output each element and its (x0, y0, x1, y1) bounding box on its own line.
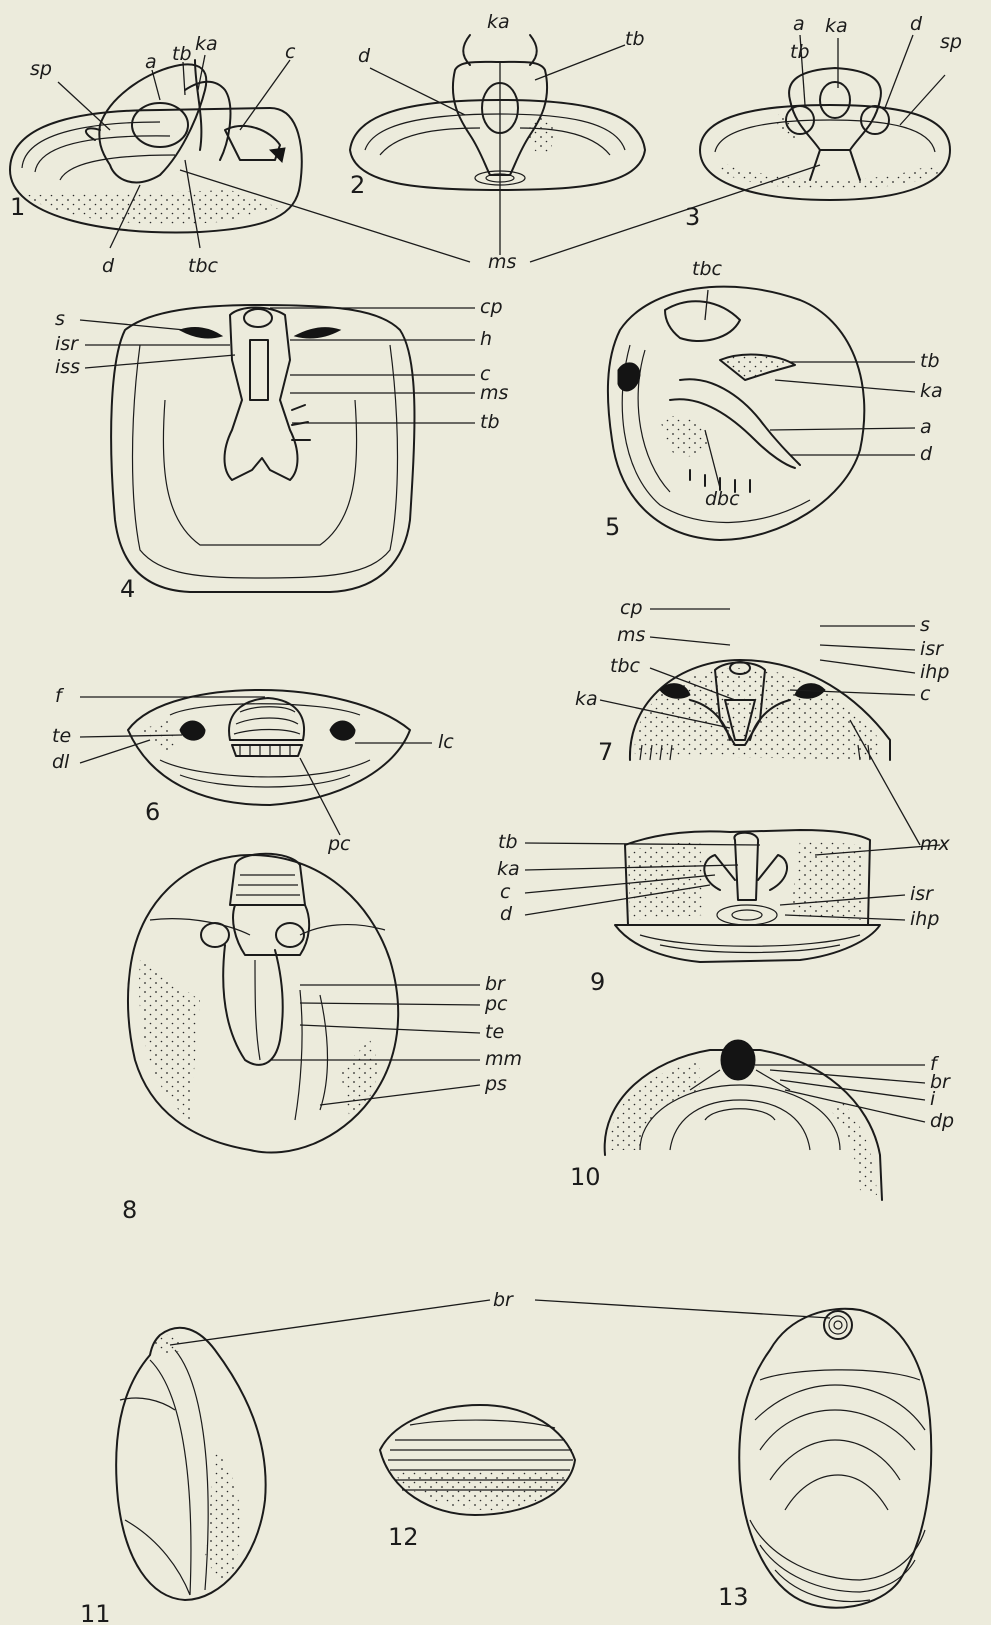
fig5-number: 5 (605, 513, 620, 541)
fig6-label-lc: lc (438, 731, 454, 753)
fig9-number: 9 (590, 968, 605, 996)
fig5-label-ka: ka (920, 380, 943, 402)
fig9-label-tb: tb (498, 831, 518, 853)
fig3-label-sp: sp (940, 31, 962, 53)
label-br-shared: br (493, 1289, 514, 1311)
fig1-label-c: c (285, 41, 296, 63)
fig3-label-a: a (793, 13, 805, 35)
fig8-label-pc: pc (484, 993, 508, 1015)
fig2-label-ka: ka (487, 11, 510, 33)
fig5-label-tb: tb (920, 350, 940, 372)
fig7-label-isr: isr (920, 638, 944, 660)
fig2-label-tb: tb (625, 28, 645, 50)
figure-12-drawing (380, 1405, 575, 1515)
fig1-label-tbc: tbc (188, 255, 219, 277)
fig9-label-ihp: ihp (910, 908, 939, 930)
fig9-label-d: d (500, 903, 513, 925)
fig1-number: 1 (10, 193, 25, 221)
fig8-label-br: br (485, 973, 506, 995)
fig1-label-d: d (102, 255, 115, 277)
fig4-label-cp: cp (480, 296, 503, 318)
fig10-number: 10 (570, 1163, 601, 1191)
fig7-label-ka: ka (575, 688, 598, 710)
figure-13-drawing (739, 1309, 931, 1608)
fig5-label-d: d (920, 443, 933, 465)
fig4-number: 4 (120, 575, 135, 603)
fig9-label-isr: isr (910, 883, 934, 905)
figure-4-drawing (111, 305, 414, 592)
fig4-label-tb: tb (480, 411, 500, 433)
fig3-label-d: d (910, 13, 923, 35)
fig10-label-dp: dp (930, 1110, 954, 1132)
fig7-number: 7 (598, 738, 613, 766)
fig4-label-ms: ms (480, 382, 509, 404)
fig5-label-a: a (920, 416, 932, 438)
fig9-label-c: c (500, 881, 511, 903)
fig1-label-sp: sp (30, 58, 52, 80)
fig6-label-f: f (55, 685, 65, 707)
figure-2-drawing (350, 35, 645, 190)
fig8-number: 8 (122, 1196, 137, 1224)
fig8-label-te: te (485, 1021, 504, 1043)
fig7-label-ihp: ihp (920, 661, 949, 683)
figure-3-drawing (700, 68, 950, 200)
figure-10-drawing (605, 1040, 882, 1200)
fig5-label-tbc: tbc (692, 258, 723, 280)
fig2-label-d: d (358, 45, 371, 67)
fig11-number: 11 (80, 1600, 111, 1625)
fig12-number: 12 (388, 1523, 419, 1551)
fig6-label-dl: dl (52, 751, 70, 773)
fig7-label-tbc: tbc (610, 655, 641, 677)
fig1-label-tb: tb (172, 43, 192, 65)
fig5-label-dbc: dbc (705, 488, 740, 510)
fig7-label-cp: cp (620, 597, 643, 619)
fig4-label-isr: isr (55, 333, 79, 355)
fig3-label-tb: tb (790, 41, 810, 63)
fig4-label-s: s (55, 308, 65, 330)
fig1-label-a: a (145, 51, 157, 73)
fig7-label-ms: ms (617, 624, 646, 646)
fig7-label-c: c (920, 683, 931, 705)
label-ms-shared: ms (488, 251, 517, 273)
fig3-number: 3 (685, 203, 700, 231)
figure-9-drawing (615, 830, 880, 962)
fig4-label-iss: iss (55, 356, 80, 378)
fig2-number: 2 (350, 171, 365, 199)
fig9-label-ka: ka (497, 858, 520, 880)
figure-11-drawing (116, 1328, 265, 1600)
fig1-label-ka: ka (195, 33, 218, 55)
fig6-label-pc: pc (327, 833, 351, 855)
fig13-number: 13 (718, 1583, 749, 1611)
fig10-label-i: i (930, 1088, 936, 1110)
fig6-number: 6 (145, 798, 160, 826)
fig8-label-mm: mm (485, 1048, 522, 1070)
figure-6-drawing (128, 690, 410, 805)
fig8-label-ps: ps (484, 1073, 507, 1095)
fig6-label-te: te (52, 725, 71, 747)
fig4-label-h: h (480, 328, 492, 350)
fig3-label-ka: ka (825, 15, 848, 37)
fig7-label-mx: mx (920, 833, 951, 855)
fig7-label-s: s (920, 614, 930, 636)
